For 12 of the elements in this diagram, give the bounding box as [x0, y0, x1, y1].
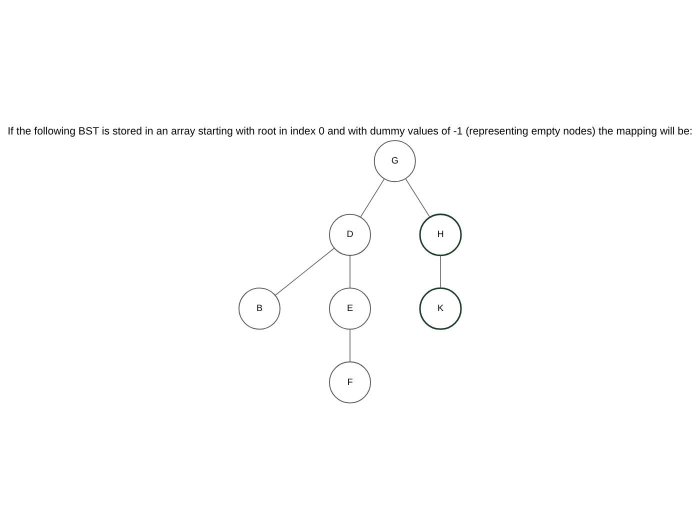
connector	[405, 178, 430, 217]
node-circle: E	[329, 287, 371, 330]
diagram-title: If the following BST is stored in an array starting with root in index 0 and with dummy values of -1 (representing empty nodes) the mapping will be:	[8, 125, 692, 138]
node-circle: D	[329, 213, 371, 256]
connector	[440, 254, 441, 288]
node-circle: G	[374, 140, 416, 182]
node-circle: K	[419, 286, 462, 330]
node-circle: B	[238, 287, 280, 330]
node-circle: H	[419, 213, 462, 256]
connector	[360, 178, 385, 217]
connector	[275, 247, 335, 296]
node-circle: F	[329, 360, 371, 403]
